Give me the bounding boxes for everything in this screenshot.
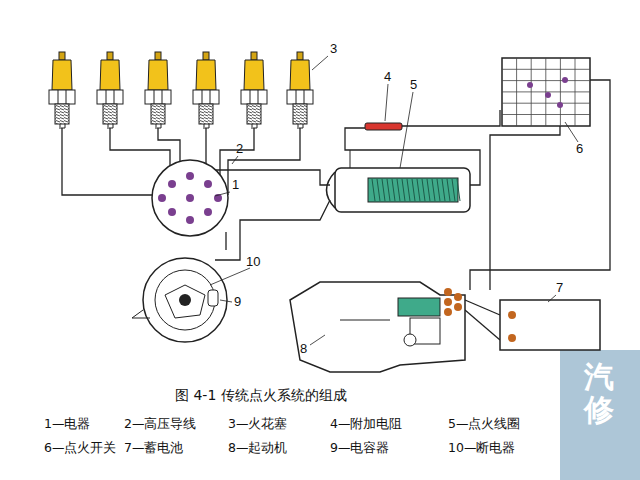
watermark-block xyxy=(560,350,640,480)
callout-number: 10 xyxy=(246,255,260,269)
ignition-coil xyxy=(327,150,471,212)
distributor-body xyxy=(132,258,227,342)
watermark: 汽修 xyxy=(584,360,614,426)
callout-number: 3 xyxy=(330,42,337,56)
figure-caption: 图 4-1 传统点火系统的组成 xyxy=(175,388,347,403)
parts-key-item: 9—电容器 xyxy=(330,441,389,455)
callout-number: 5 xyxy=(410,78,417,92)
spark-plug xyxy=(145,52,171,129)
parts-key-item: 4—附加电阻 xyxy=(330,417,402,431)
resistor xyxy=(365,123,402,130)
parts-key-item: 6—点火开关 xyxy=(44,441,116,455)
ignition-switch xyxy=(502,58,590,126)
parts-key-item: 3—火花塞 xyxy=(228,417,287,431)
spark-plug xyxy=(193,52,219,129)
leader-lines xyxy=(210,56,578,345)
callout-number: 9 xyxy=(234,295,241,309)
battery xyxy=(500,300,600,350)
parts-key-item: 10—断电器 xyxy=(448,441,515,455)
parts-key-item: 8—起动机 xyxy=(228,441,287,455)
spark-plugs xyxy=(49,52,313,129)
callout-number: 8 xyxy=(300,342,307,356)
callout-number: 4 xyxy=(384,70,391,84)
distributor-cap xyxy=(152,160,228,236)
parts-key-item: 2—高压导线 xyxy=(124,417,196,431)
callout-number: 2 xyxy=(236,142,243,156)
callout-number: 6 xyxy=(576,142,583,156)
spark-plug xyxy=(241,52,267,129)
spark-plug xyxy=(97,52,123,129)
spark-plug xyxy=(49,52,75,129)
spark-plug xyxy=(287,52,313,129)
parts-key-item: 5—点火线圈 xyxy=(448,417,520,431)
callout-number: 1 xyxy=(232,178,239,192)
parts-key-item: 1—电器 xyxy=(44,417,90,431)
callout-number: 7 xyxy=(556,281,563,295)
starter-motor xyxy=(290,282,465,372)
parts-key-item: 7—蓄电池 xyxy=(124,441,183,455)
